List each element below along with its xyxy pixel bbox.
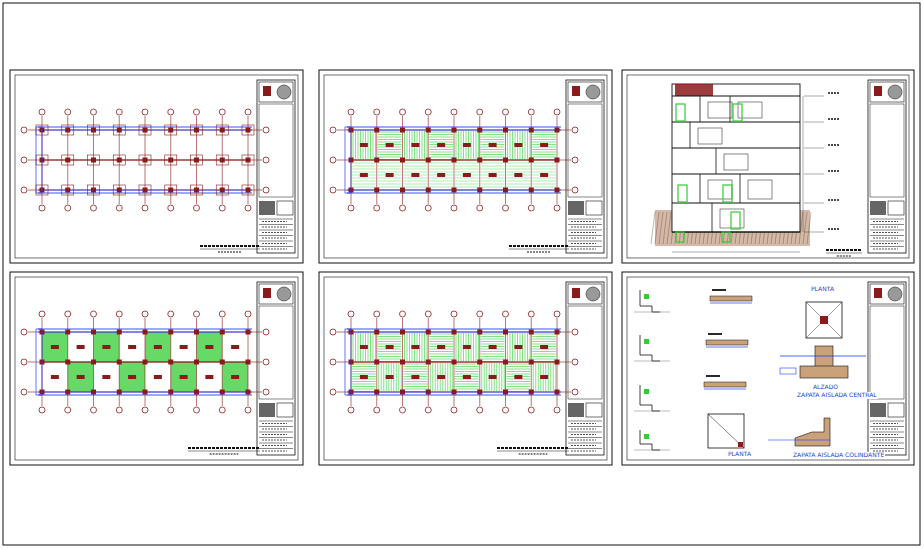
detail-label: PLANTA (727, 451, 752, 458)
drawing-sheet (319, 70, 612, 263)
drawing-sheet (319, 272, 612, 465)
detail-label: ZAPATA AISLADA COLINDANTE (792, 452, 885, 459)
outer-border (3, 3, 920, 545)
drawing-sheet (10, 272, 303, 465)
detail-label: ZAPATA AISLADA CENTRAL (796, 392, 878, 399)
drawing-sheet (622, 272, 914, 465)
drawing-sheet (622, 70, 914, 263)
detail-label: ALZADO (812, 384, 839, 391)
detail-label: PLANTA (810, 286, 835, 293)
drawing-sheet (10, 70, 303, 263)
